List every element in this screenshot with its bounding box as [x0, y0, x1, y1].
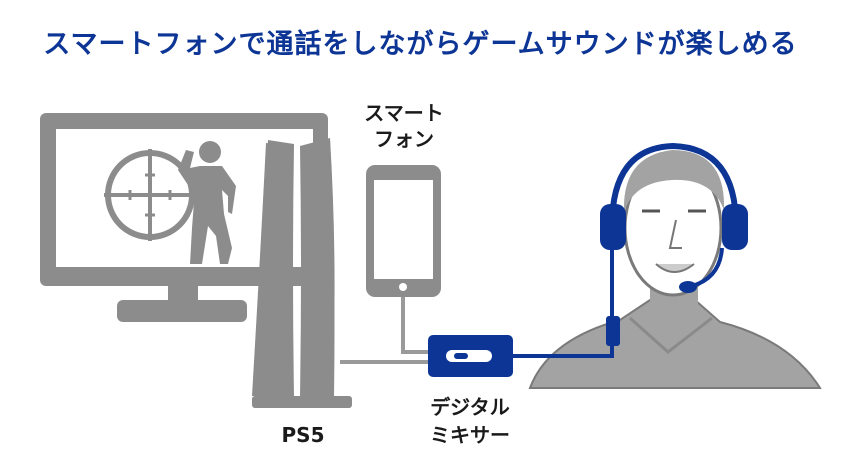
cables	[340, 297, 428, 364]
ps5-console-icon	[252, 138, 352, 408]
smartphone-icon	[366, 165, 441, 297]
monitor-icon	[40, 113, 328, 322]
digital-mixer-icon	[428, 335, 513, 377]
soldier-silhouette	[178, 141, 236, 264]
person-with-headset-icon	[513, 142, 822, 389]
ps5-label: PS5	[282, 423, 325, 447]
page-title: スマートフォンで通話をしながらゲームサウンドが楽しめる	[43, 29, 798, 60]
mixer-label-line1: デジタル	[430, 395, 510, 419]
smartphone-label-line1: スマート	[364, 101, 443, 125]
mixer-label-line2: ミキサー	[430, 423, 510, 447]
smartphone-label-line2: フォン	[374, 127, 434, 151]
